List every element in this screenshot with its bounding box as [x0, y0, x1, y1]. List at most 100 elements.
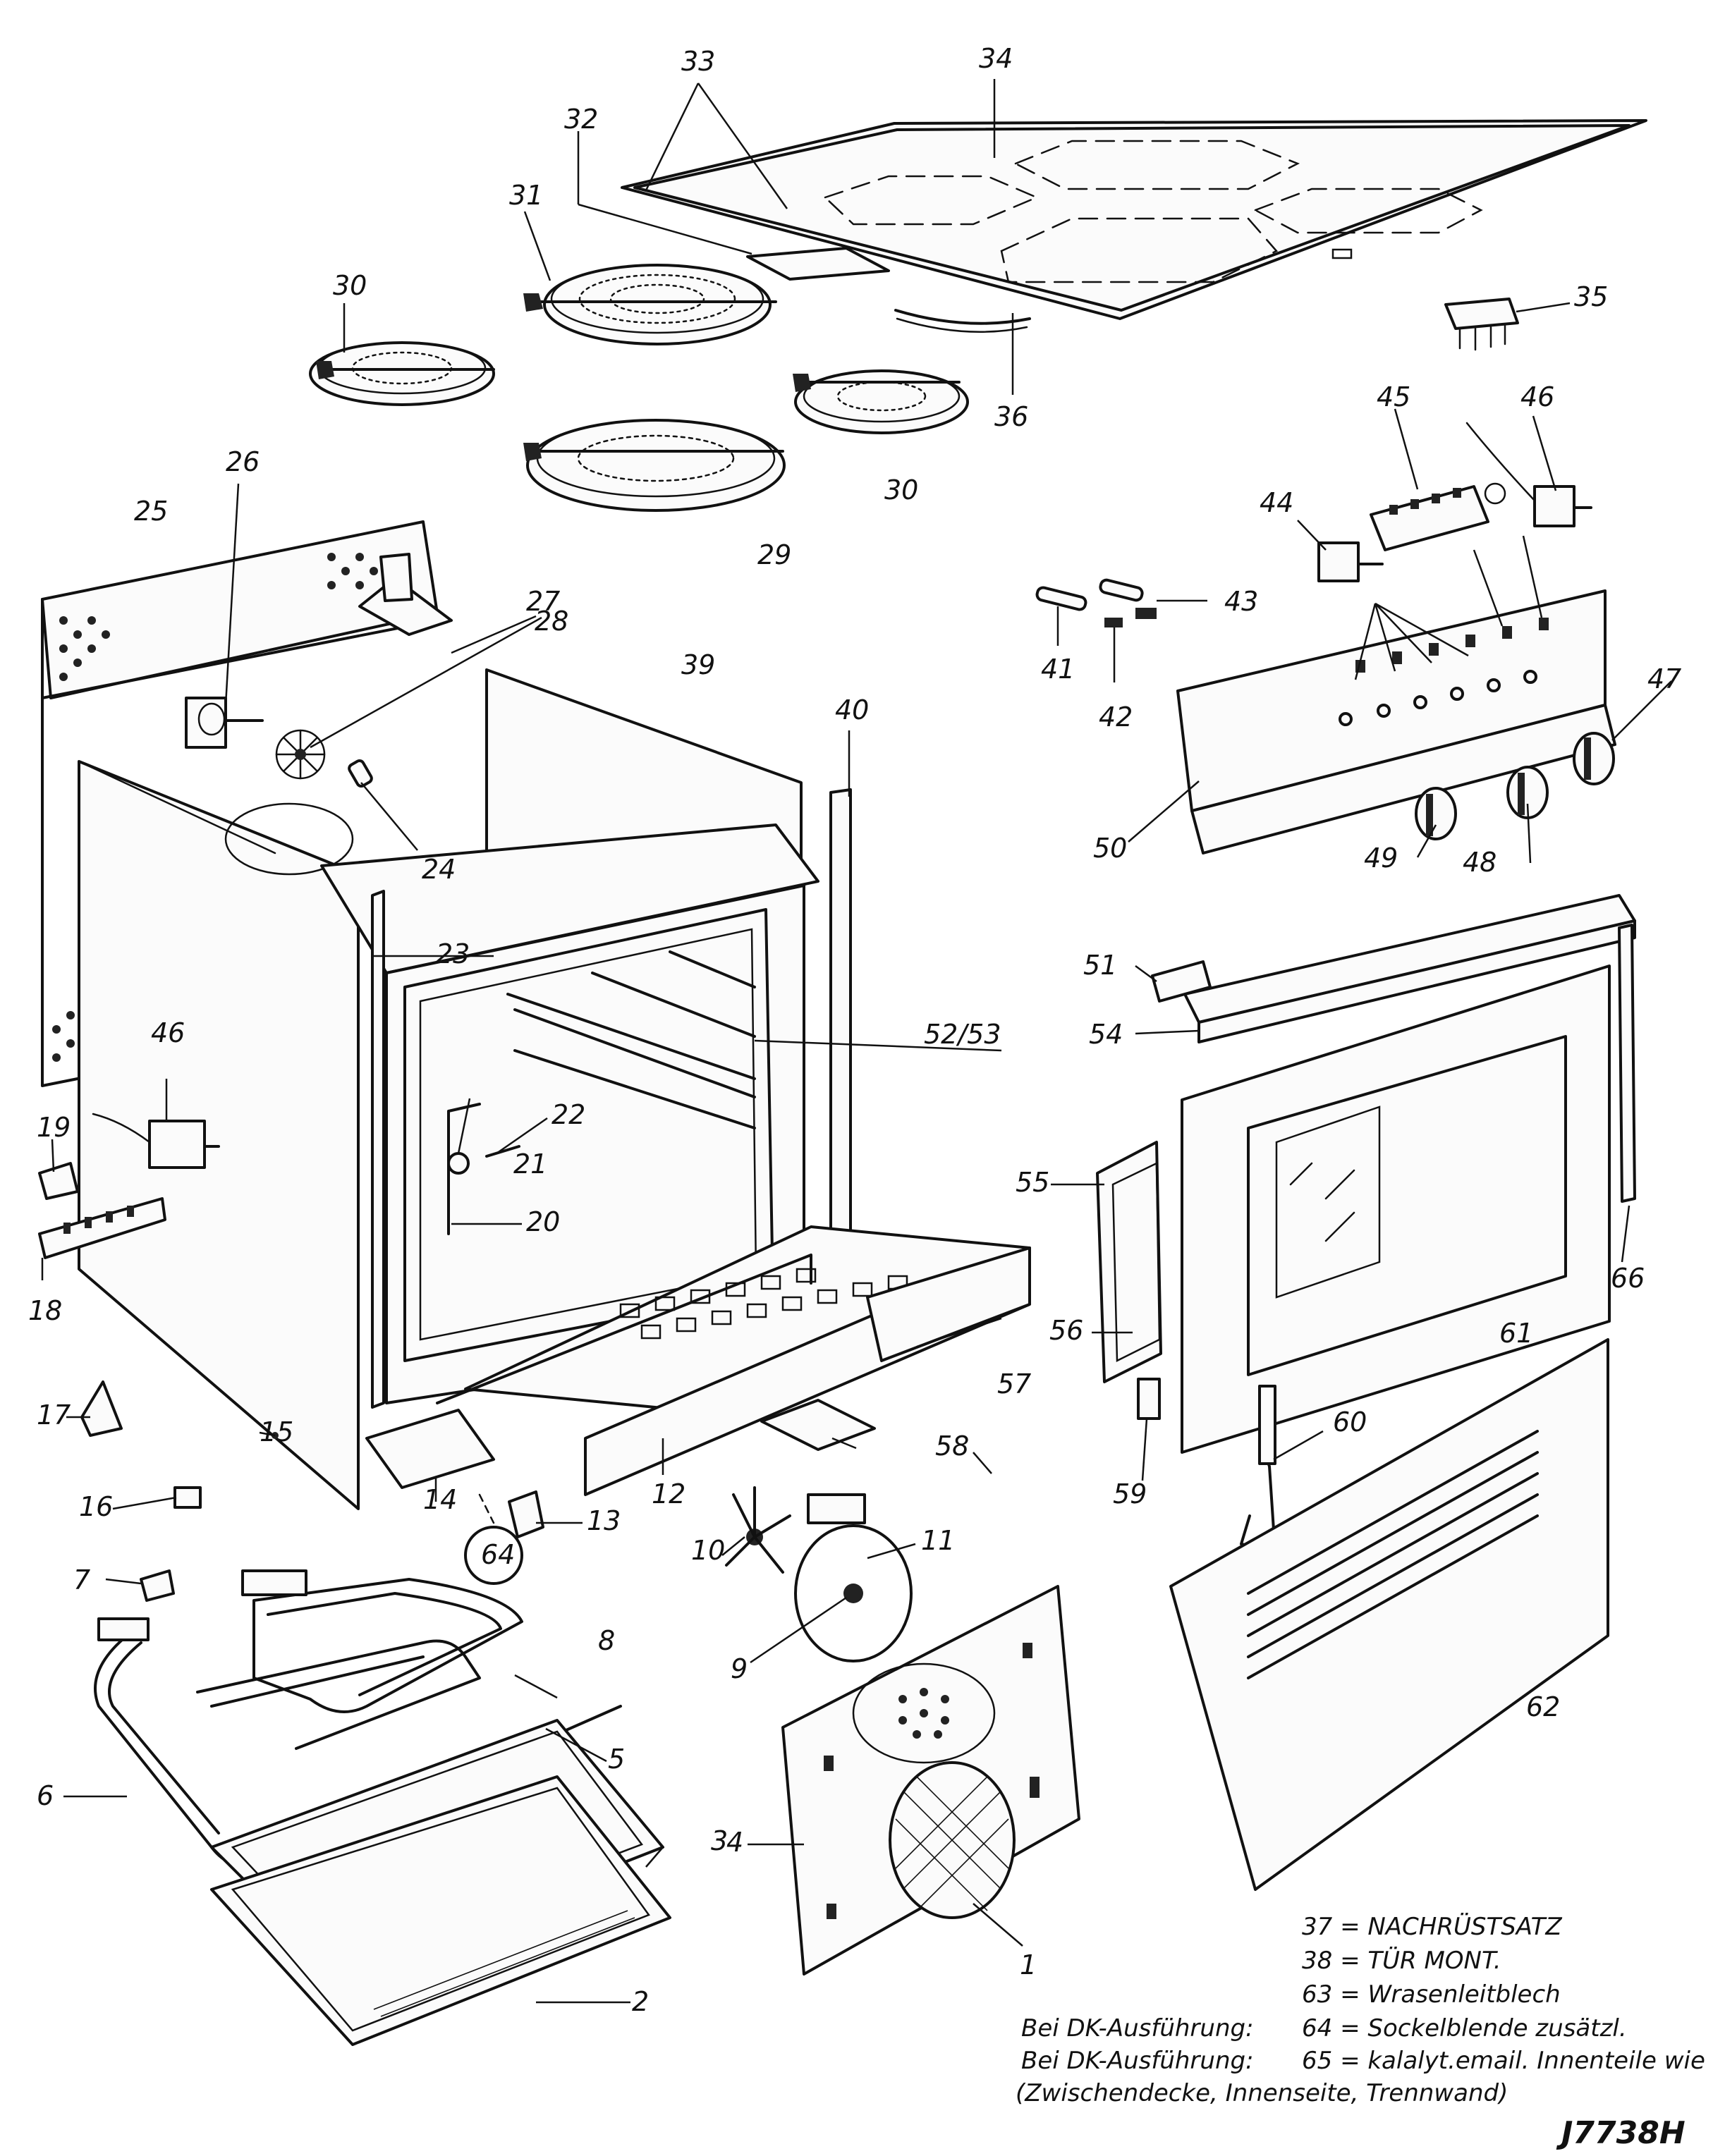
bracket-27 [358, 553, 453, 636]
part-label: 1 [1020, 1949, 1037, 1980]
part-label: 41 [1041, 654, 1075, 685]
part-label: 5 [608, 1744, 625, 1775]
door-glass-55-56 [1096, 1141, 1162, 1383]
part-label: 62 [1526, 1691, 1560, 1722]
part-label: 50 [1093, 833, 1127, 864]
part-label: 34 [979, 43, 1013, 74]
vertical-trim-40 [829, 788, 852, 1249]
part-label: 44 [1260, 487, 1293, 518]
part-label: 11 [921, 1525, 955, 1556]
baking-tray-2 [210, 1775, 671, 2046]
part-label: 35 [1574, 281, 1608, 312]
part-label: 57 [997, 1368, 1031, 1399]
holder-7 [140, 1569, 175, 1602]
part-label: 25 [134, 496, 168, 527]
fan-motor-26 [185, 697, 264, 749]
note-64-prefix: Bei DK-Ausführung: [1021, 2014, 1254, 2042]
switch-45 [1370, 485, 1489, 551]
part-label: 9 [731, 1653, 748, 1684]
part-numbers: 1 2 3 4 5 6 7 8 9 10 11 12 13 14 15 16 1… [28, 43, 1681, 2017]
part-label: 54 [1089, 1019, 1123, 1050]
part-label: 46 [151, 1017, 185, 1048]
note-38: 38 = TÜR MONT. [1302, 1946, 1501, 1975]
fan-blade-10 [725, 1486, 791, 1574]
part-label: 15 [260, 1416, 293, 1447]
part-label: 30 [884, 474, 918, 506]
part-label: 27 [526, 586, 560, 617]
sensor-19 [38, 1162, 79, 1200]
legend-notes: 37 = NACHRÜSTSATZ 38 = TÜR MONT. 63 = Wr… [1016, 1912, 1705, 2107]
part-label: 40 [835, 694, 869, 725]
part-label: 58 [935, 1431, 969, 1462]
part-label: 46 [1520, 381, 1554, 412]
part-label: 26 [226, 446, 260, 477]
part-label: 24 [422, 854, 456, 885]
hotplate-29 [523, 419, 786, 512]
part-label: 2 [632, 1986, 649, 2017]
fan-wheel-28 [275, 729, 326, 780]
bracket-14 [365, 1409, 495, 1524]
note-37: 37 = NACHRÜSTSATZ [1302, 1912, 1562, 1941]
part-label: 47 [1647, 663, 1681, 694]
part-label: 59 [1113, 1478, 1147, 1509]
part-label: 60 [1333, 1407, 1367, 1438]
part-label: 45 [1377, 381, 1410, 412]
part-label: 33 [681, 46, 715, 77]
door-frame-61 [1181, 964, 1611, 1454]
circular-grid-fan-cover [224, 802, 354, 876]
note-63: 63 = Wrasenleitblech [1302, 1980, 1561, 2009]
thermostat-46-upper [1465, 422, 1592, 527]
side-panel-15 [78, 760, 360, 1510]
part-label: 56 [1049, 1315, 1083, 1346]
part-label: 20 [526, 1206, 560, 1237]
part-label: 10 [691, 1535, 725, 1566]
foot-17 [80, 1380, 123, 1437]
part-label: 66 [1611, 1263, 1645, 1294]
part-label: 4 [726, 1827, 743, 1858]
part-label: 13 [587, 1505, 621, 1536]
mesh-filter-1 [889, 1761, 1016, 1919]
part-label: 52/53 [924, 1019, 1001, 1050]
door-trim-54 [1183, 894, 1636, 1043]
drawer-12 [436, 1225, 1031, 1496]
ceramic-cooktop [621, 119, 1647, 333]
heating-element-8 [241, 1569, 523, 1713]
part-label: 64 [481, 1539, 515, 1570]
note-65: 65 = kalalyt.email. Innenteile wie [1302, 2047, 1705, 2075]
part-label: 49 [1364, 843, 1398, 874]
part-label: 21 [513, 1149, 547, 1180]
clip-13 [508, 1490, 544, 1538]
part-label: 19 [37, 1112, 71, 1143]
part-label: 8 [598, 1625, 615, 1656]
plate-58 [760, 1399, 876, 1451]
terminal-block-35 [1444, 298, 1519, 351]
clip-16 [173, 1486, 202, 1509]
part-label: 29 [757, 539, 791, 570]
part-label: 39 [681, 649, 715, 680]
lower-panel-62 [1169, 1338, 1609, 1891]
divider-strip-23 [371, 890, 385, 1409]
terminal-strip-18 [38, 1197, 166, 1259]
part-label: 16 [79, 1491, 113, 1522]
part-label: 55 [1016, 1167, 1049, 1198]
part-label: 14 [423, 1484, 457, 1515]
fan-housing-11 [794, 1493, 913, 1662]
part-label: 7 [73, 1564, 90, 1595]
note-64: 64 = Sockelblende zusätzl. [1302, 2014, 1627, 2042]
heating-element-5 [196, 1639, 481, 1750]
hinge-60 [1240, 1385, 1278, 1574]
handle-51 [1151, 960, 1212, 1003]
callout-64 [464, 1526, 523, 1585]
note-65-prefix: Bei DK-Ausführung: [1021, 2047, 1254, 2075]
clips-42-43 [1104, 608, 1157, 627]
part-label: 51 [1083, 950, 1117, 981]
part-label: 32 [564, 104, 598, 135]
part-label: 3 [711, 1825, 728, 1856]
drawing-code: J7738H [1556, 2115, 1686, 2151]
hinge-clip-59 [1137, 1378, 1161, 1420]
part-label: 30 [333, 270, 367, 301]
switch-44 [1317, 541, 1384, 582]
part-label: 42 [1099, 702, 1133, 733]
knob-47 [1573, 732, 1615, 785]
